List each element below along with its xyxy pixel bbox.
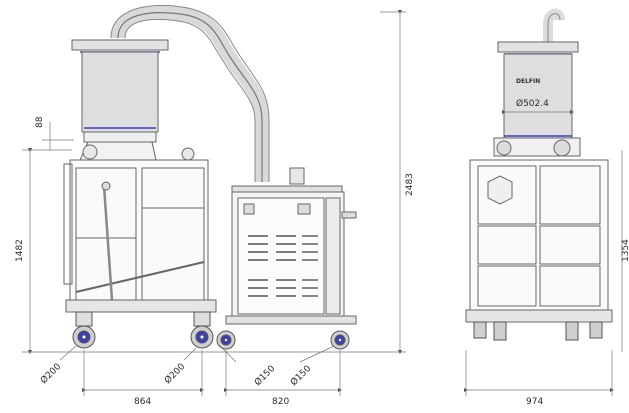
wheel-unit-right-label: Ø150 <box>288 363 313 388</box>
vent-grille <box>248 235 318 297</box>
wheel-unit-left-label: Ø150 <box>252 363 277 388</box>
side-height-label: 1354 <box>621 239 629 262</box>
total-height-label: 2483 <box>405 173 415 196</box>
frame-width-label: 864 <box>134 397 151 407</box>
side-view-wheels <box>473 321 603 341</box>
separator-tank <box>71 39 169 161</box>
brand-label: DELFIN <box>516 78 540 85</box>
wheel-unit-right <box>330 330 350 350</box>
dimension-lines-left <box>22 9 406 396</box>
side-view-tank <box>493 41 581 157</box>
dimension-lines-right <box>463 109 623 396</box>
inlet-size-label: 88 <box>35 116 45 128</box>
wheel-front-right <box>190 311 214 349</box>
side-view-hose <box>543 8 565 48</box>
side-view-frame <box>465 159 613 323</box>
trolley-frame <box>63 144 217 313</box>
frame-height-label: 1482 <box>15 239 25 262</box>
wheel-front-right-label: Ø200 <box>162 361 187 386</box>
wheel-front-left-label: Ø200 <box>38 361 63 386</box>
unit-width-label: 820 <box>272 397 289 407</box>
wheel-unit-left <box>216 330 236 350</box>
power-unit <box>225 167 357 325</box>
side-width-label: 974 <box>526 397 543 407</box>
tank-diameter-label: Ø502.4 <box>516 98 549 109</box>
wheel-front-left <box>72 311 96 349</box>
flexible-hose <box>110 4 270 182</box>
